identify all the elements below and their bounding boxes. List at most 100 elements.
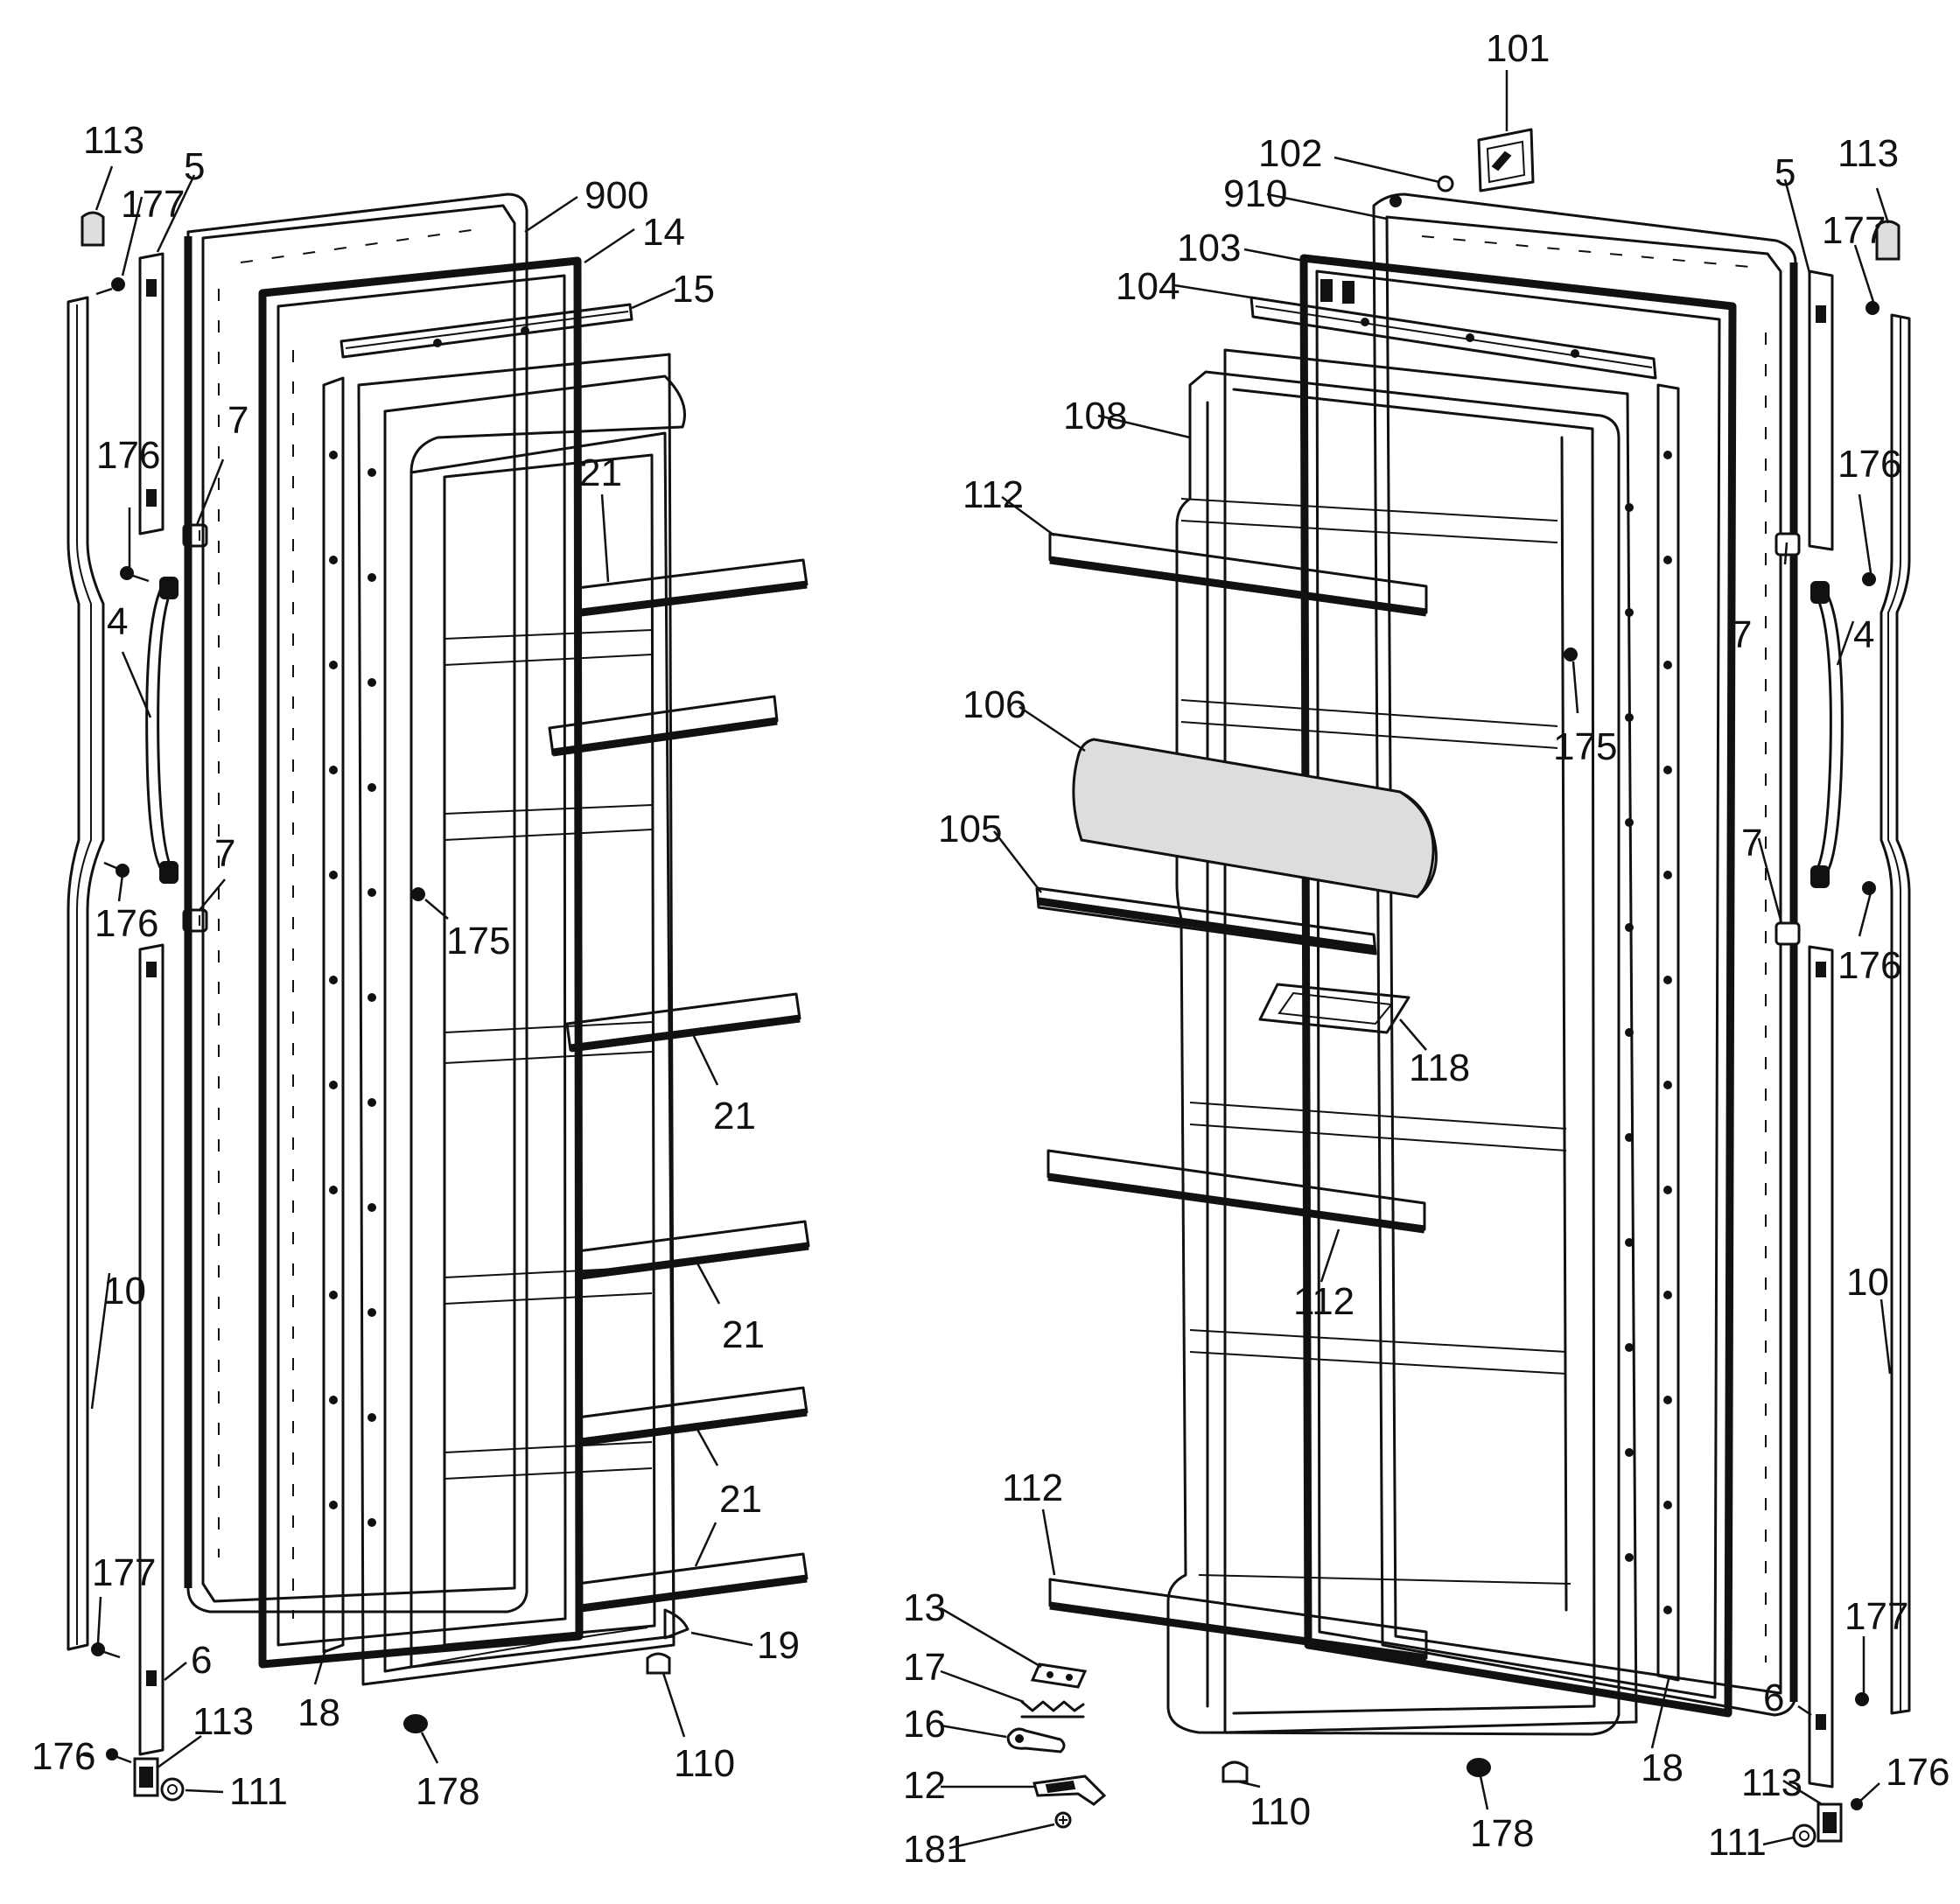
callout-111: 111 bbox=[229, 1770, 288, 1813]
right-butter-bin-106 bbox=[1072, 738, 1438, 899]
callout-6: 6 bbox=[1763, 1676, 1784, 1719]
right-lower-trim-6 bbox=[1808, 945, 1834, 1788]
right-shelf-strip-105 bbox=[1035, 886, 1377, 956]
right-callout-labels: 101 102 910 103 104 5 113 177 108 112 17… bbox=[903, 27, 1950, 1871]
left-liner-frame-14 bbox=[258, 256, 584, 1669]
callout-105: 105 bbox=[938, 808, 1002, 850]
left-screw-175 bbox=[411, 887, 425, 901]
right-strip-18-holes bbox=[1663, 451, 1672, 1614]
callout-112: 112 bbox=[1002, 1466, 1063, 1509]
right-shelf-bar-112-2 bbox=[1046, 1149, 1426, 1234]
right-hinge-12 bbox=[1032, 1774, 1107, 1806]
callout-108: 108 bbox=[1063, 395, 1127, 438]
right-leader-lines bbox=[940, 70, 1892, 1850]
left-top-channel-15 bbox=[340, 303, 634, 359]
callout-7: 7 bbox=[1741, 822, 1762, 864]
right-screw-102 bbox=[1437, 175, 1454, 192]
left-shelf-bar-21-6 bbox=[576, 1552, 808, 1613]
left-trim-strip-10 bbox=[66, 296, 105, 1651]
left-stop-110 bbox=[646, 1652, 671, 1675]
callout-17: 17 bbox=[903, 1646, 946, 1689]
callout-13: 13 bbox=[903, 1586, 946, 1629]
callout-21: 21 bbox=[722, 1313, 765, 1356]
right-spacer-17 bbox=[1020, 1700, 1085, 1718]
callout-176: 176 bbox=[32, 1735, 95, 1778]
callout-7: 7 bbox=[228, 399, 248, 442]
left-shelf-bar-21-2 bbox=[548, 695, 779, 757]
callout-4: 4 bbox=[1853, 613, 1874, 656]
callout-5: 5 bbox=[184, 145, 205, 188]
callout-176: 176 bbox=[1886, 1751, 1950, 1794]
left-door-assembly bbox=[66, 165, 810, 1802]
right-liner-holes bbox=[1625, 503, 1634, 1562]
callout-5: 5 bbox=[1774, 151, 1796, 194]
callout-111: 111 bbox=[1708, 1821, 1767, 1864]
callout-910: 910 bbox=[1223, 172, 1287, 215]
callout-21: 21 bbox=[579, 452, 622, 494]
right-outer-door-910 bbox=[1372, 192, 1798, 1717]
callout-118: 118 bbox=[1409, 1046, 1470, 1089]
left-shelf-bar-21-1 bbox=[576, 558, 808, 617]
right-upper-trim-5 bbox=[1808, 270, 1834, 551]
right-screw-181 bbox=[1054, 1811, 1072, 1829]
callout-6: 6 bbox=[191, 1639, 212, 1682]
right-nut-111 bbox=[1792, 1824, 1816, 1848]
callout-113: 113 bbox=[192, 1700, 254, 1743]
left-outer-door-900 bbox=[184, 192, 528, 1614]
callout-103: 103 bbox=[1177, 227, 1241, 270]
callout-112: 112 bbox=[962, 473, 1024, 516]
right-foot-178 bbox=[1466, 1758, 1491, 1777]
left-cap-113-top bbox=[80, 211, 105, 247]
left-upper-trim-5 bbox=[138, 252, 164, 536]
callout-176: 176 bbox=[1838, 443, 1901, 486]
callout-15: 15 bbox=[672, 268, 715, 311]
right-clip-7-lower bbox=[1774, 921, 1801, 946]
right-cap-113-bottom bbox=[1816, 1802, 1843, 1843]
callout-900: 900 bbox=[584, 174, 648, 217]
right-shelf-bar-112-1 bbox=[1048, 532, 1428, 617]
right-screws bbox=[1851, 301, 1880, 1810]
callout-113: 113 bbox=[1838, 132, 1899, 175]
left-cap-113-bottom bbox=[133, 1757, 159, 1797]
callout-110: 110 bbox=[674, 1742, 735, 1785]
left-leader-lines bbox=[80, 165, 753, 1794]
callout-19: 19 bbox=[757, 1624, 800, 1667]
right-hinge-plate-13 bbox=[1030, 1662, 1088, 1689]
left-shelf-bar-21-3 bbox=[565, 992, 802, 1053]
callout-21: 21 bbox=[713, 1095, 756, 1138]
right-handle-4 bbox=[1810, 581, 1844, 888]
callout-176: 176 bbox=[94, 902, 158, 945]
left-strip-18-holes bbox=[329, 451, 338, 1509]
callout-176: 176 bbox=[96, 434, 160, 477]
right-trim-strip-10 bbox=[1880, 313, 1911, 1715]
callout-4: 4 bbox=[107, 600, 128, 643]
callout-177: 177 bbox=[121, 183, 185, 226]
right-strip-18 bbox=[1656, 383, 1680, 1682]
left-shelf-bar-21-5 bbox=[576, 1386, 808, 1446]
callout-176: 176 bbox=[1838, 944, 1901, 987]
right-stop-110 bbox=[1222, 1760, 1249, 1783]
left-lower-trim-6 bbox=[138, 943, 164, 1756]
callout-12: 12 bbox=[903, 1764, 946, 1807]
left-inner-liner bbox=[357, 353, 686, 1686]
left-foot-178 bbox=[403, 1714, 428, 1733]
right-liner-frame-103 bbox=[1299, 254, 1737, 1718]
callout-112: 112 bbox=[1293, 1280, 1354, 1323]
callout-21: 21 bbox=[719, 1478, 762, 1521]
callout-7: 7 bbox=[214, 832, 235, 875]
callout-18: 18 bbox=[298, 1691, 340, 1734]
callout-104: 104 bbox=[1116, 265, 1180, 308]
left-strip-18 bbox=[322, 376, 345, 1654]
left-handle-4 bbox=[145, 577, 178, 884]
callout-177: 177 bbox=[1844, 1595, 1908, 1638]
callout-177: 177 bbox=[1822, 209, 1886, 252]
left-shelf-bar-21-4 bbox=[576, 1220, 810, 1280]
right-cap-113-top bbox=[1875, 220, 1900, 261]
callout-106: 106 bbox=[962, 683, 1026, 726]
callout-178: 178 bbox=[416, 1770, 480, 1813]
callout-10: 10 bbox=[103, 1270, 146, 1312]
callout-7: 7 bbox=[1731, 613, 1752, 656]
right-top-channel-104 bbox=[1250, 296, 1657, 380]
callout-101: 101 bbox=[1486, 27, 1550, 70]
